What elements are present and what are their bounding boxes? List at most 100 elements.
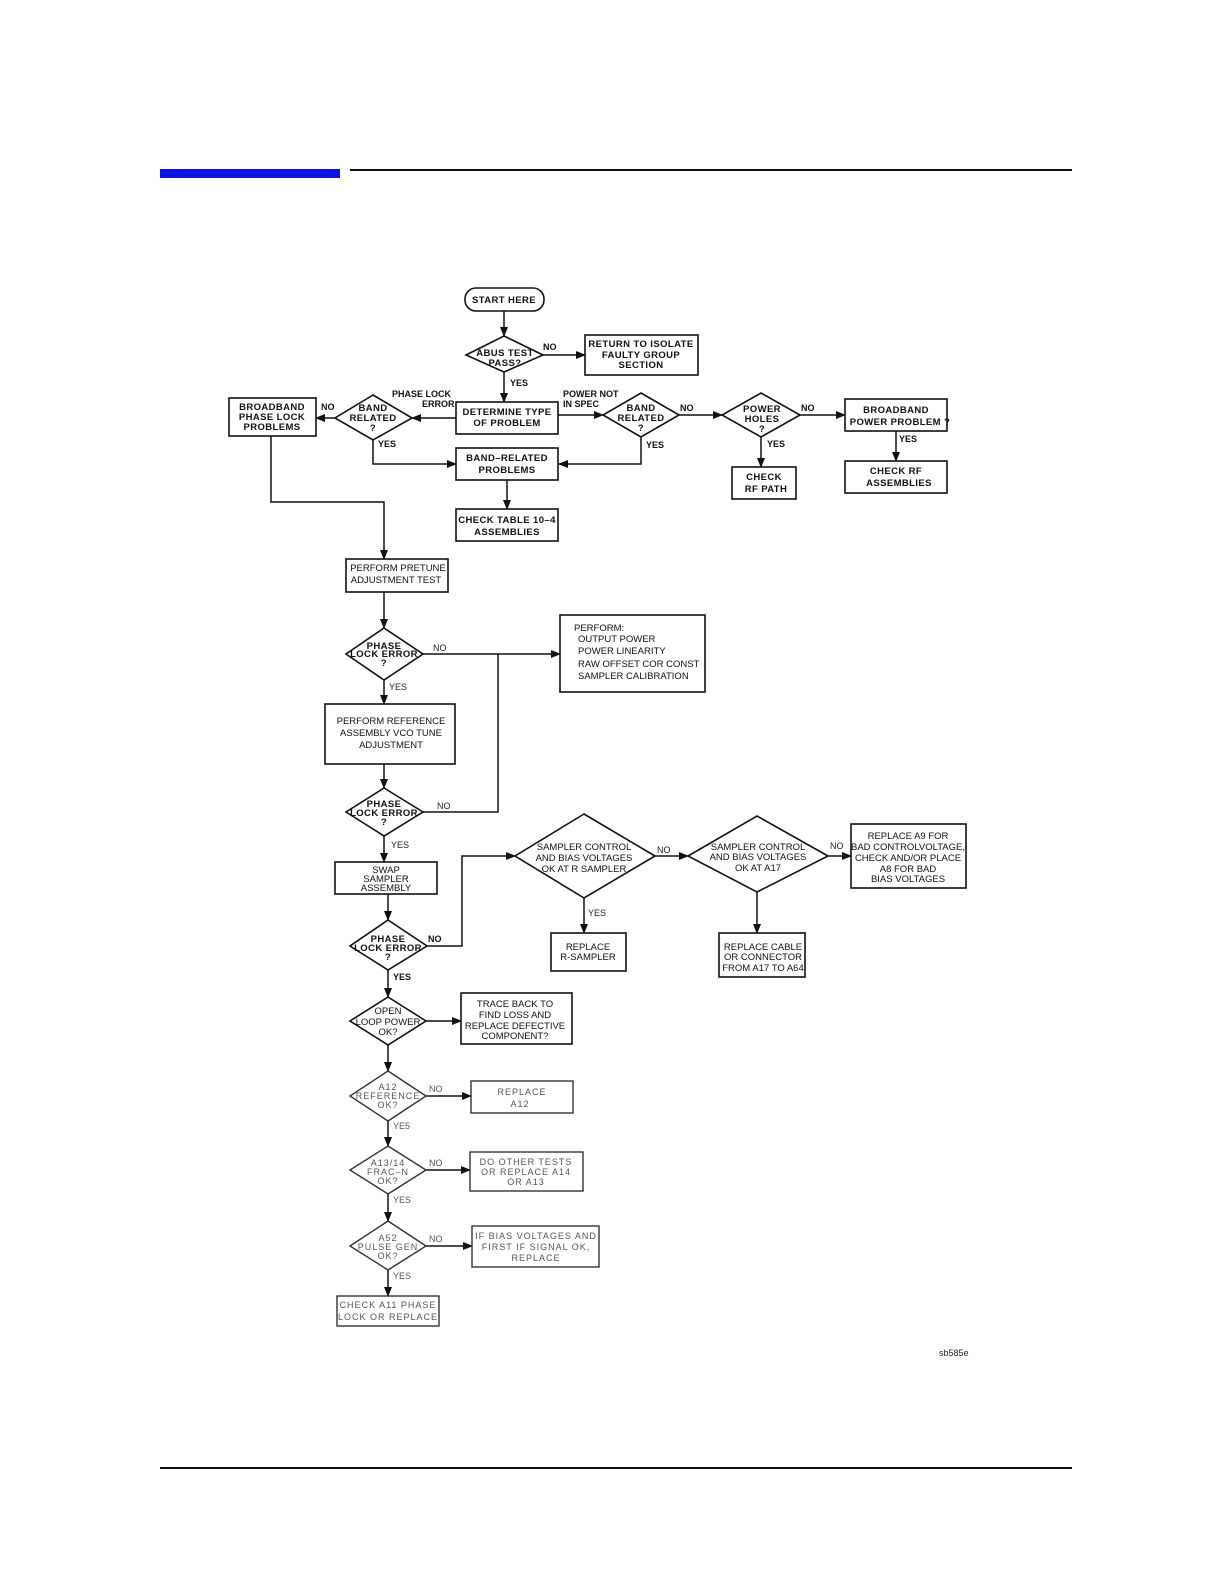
replace-a12-box <box>470 1080 574 1114</box>
replace-cable-box <box>718 932 806 978</box>
check-rf-assy-line-0: CHECK RF <box>870 466 922 477</box>
label-sampler-r-yes: YES <box>588 908 606 918</box>
replace-cable-line-1: OR CONNECTOR <box>724 952 802 963</box>
connectors <box>270 311 900 1297</box>
a13-line-0: A13/14 <box>371 1158 406 1168</box>
header-accent-bar <box>160 169 340 178</box>
perform-line-1: OUTPUT POWER <box>578 634 656 645</box>
pretune-line-1: ADJUSTMENT TEST <box>351 575 442 586</box>
power-holes-decision <box>720 392 802 438</box>
bias-if-box <box>471 1225 600 1268</box>
replace-r-line-0: REPLACE <box>566 942 610 953</box>
band-left-line-0: BAND <box>358 403 387 414</box>
check-rf-assemblies-box <box>844 460 948 494</box>
ref-vco-line-1: ASSEMBLY VCO TUNE <box>340 728 442 739</box>
power-holes-line-1: HOLES <box>745 414 780 425</box>
replace-cable-line-2: FROM A17 TO A64 <box>722 963 804 974</box>
bias-if-line-0: IF BIAS VOLTAGES AND <box>475 1231 597 1241</box>
a12-line-1: REFERENCE <box>356 1091 421 1101</box>
return-line-1: FAULTY GROUP <box>602 350 681 361</box>
replace-a9-line-4: BIAS VOLTAGES <box>871 874 945 885</box>
label-pl1-yes: YES <box>389 682 407 692</box>
return-line-0: RETURN TO ISOLATE <box>588 339 693 350</box>
other-tests-line-0: DO OTHER TESTS <box>480 1157 573 1167</box>
label-a52-yes: YES <box>393 1271 411 1281</box>
label-band-left-yes: YES <box>378 439 396 449</box>
sampler-a17-line-2: OK AT A17 <box>735 863 781 874</box>
label-power-not-in-spec-0: POWER NOT <box>563 389 619 399</box>
label-power-not-in-spec-1: IN SPEC <box>563 399 600 409</box>
start-line-0: START HERE <box>472 295 536 306</box>
band-right-line-1: RELATED <box>618 413 665 424</box>
label-band-left-no: NO <box>321 402 335 412</box>
check-a11-box <box>336 1295 440 1327</box>
band-right-line-0: BAND <box>626 403 655 414</box>
other-tests-line-1: OR REPLACE A14 <box>481 1167 571 1177</box>
phase-lock-2-line-2: ? <box>381 817 387 828</box>
label-abus-yes: YES <box>510 378 528 388</box>
perform-list-box <box>559 614 706 693</box>
label-sampler-r-no: NO <box>657 845 671 855</box>
trace-back-line-2: REPLACE DEFECTIVE <box>465 1021 565 1032</box>
phase-lock-2-line-1: LOCK ERROR <box>350 808 418 819</box>
reference-vco-box <box>324 703 456 765</box>
open-loop-line-2: OK? <box>378 1027 397 1038</box>
pretune-box <box>345 558 449 593</box>
phase-lock-1-decision <box>344 627 425 681</box>
band-left-decision <box>333 394 414 441</box>
label-band-right-no: NO <box>680 403 694 413</box>
check-rf-assy-line-1: ASSEMBLIES <box>866 478 932 489</box>
band-problems-line-1: PROBLEMS <box>478 465 535 476</box>
determine-line-0: DETERMINE TYPE <box>463 407 552 418</box>
determine-type-box <box>455 401 559 435</box>
a52-line-1: PULSE GEN <box>358 1242 419 1252</box>
label-abus-no: NO <box>543 342 557 352</box>
perform-line-4: SAMPLER CALIBRATION <box>578 671 689 682</box>
open-loop-line-0: OPEN <box>375 1006 402 1017</box>
check-table-line-1: ASSEMBLIES <box>474 527 540 538</box>
sampler-a17-line-1: AND BIAS VOLTAGES <box>710 852 807 863</box>
sampler-a17-line-0: SAMPLER CONTROL <box>711 842 806 853</box>
check-a11-line-1: LOCK OR REPLACE <box>338 1312 438 1322</box>
a52-decision <box>348 1220 428 1271</box>
phase-lock-3-decision <box>348 919 429 971</box>
phase-lock-1-line-0: PHASE <box>367 641 402 652</box>
edge-labels: NO YES PHASE LOCK ERROR NO YES POWER NOT… <box>321 342 917 1281</box>
replace-a9-line-3: A8 FOR BAD <box>880 864 937 875</box>
band-related-problems-box <box>455 447 559 481</box>
abus-line-1: PASS? <box>489 358 522 369</box>
perform-line-0: PERFORM: <box>574 623 624 634</box>
a52-line-2: OK? <box>377 1251 398 1261</box>
a12-decision <box>348 1070 428 1122</box>
label-a13-yes: YES <box>393 1195 411 1205</box>
perform-line-3: RAW OFFSET COR CONST <box>578 659 700 670</box>
header-rule <box>350 169 1072 171</box>
a13-decision <box>348 1145 428 1195</box>
return-line-2: SECTION <box>618 360 663 371</box>
phase-lock-1-line-1: LOCK ERROR <box>350 649 418 660</box>
start-terminal <box>464 287 545 312</box>
check-table-box <box>455 508 559 542</box>
label-pl3-yes: YES <box>393 972 411 982</box>
phase-lock-3-line-0: PHASE <box>371 934 406 945</box>
band-left-line-1: RELATED <box>350 413 397 424</box>
check-table-line-0: CHECK TABLE 10–4 <box>458 515 556 526</box>
other-tests-box <box>469 1151 584 1192</box>
broadband-power-box <box>844 398 948 432</box>
a12-line-2: OK? <box>377 1100 398 1110</box>
pretune-line-0: PERFORM PRETUNE <box>350 563 446 574</box>
abus-decision <box>464 335 545 373</box>
shapes <box>228 287 967 1327</box>
trace-back-line-1: FIND LOSS AND <box>479 1010 551 1021</box>
power-holes-line-2: ? <box>759 424 765 435</box>
a12-line-0: A12 <box>378 1082 397 1092</box>
sampler-r-line-0: SAMPLER CONTROL <box>537 842 632 853</box>
swap-line-0: SWAP <box>372 865 400 876</box>
swap-sampler-box <box>334 861 438 895</box>
label-sampler-a17-no: NO <box>830 841 844 851</box>
replace-cable-line-0: REPLACE CABLE <box>724 942 802 953</box>
check-rf-path-line-1: RF PATH <box>745 484 788 495</box>
band-right-line-2: ? <box>638 423 644 434</box>
swap-line-1: SAMPLER <box>363 874 409 885</box>
